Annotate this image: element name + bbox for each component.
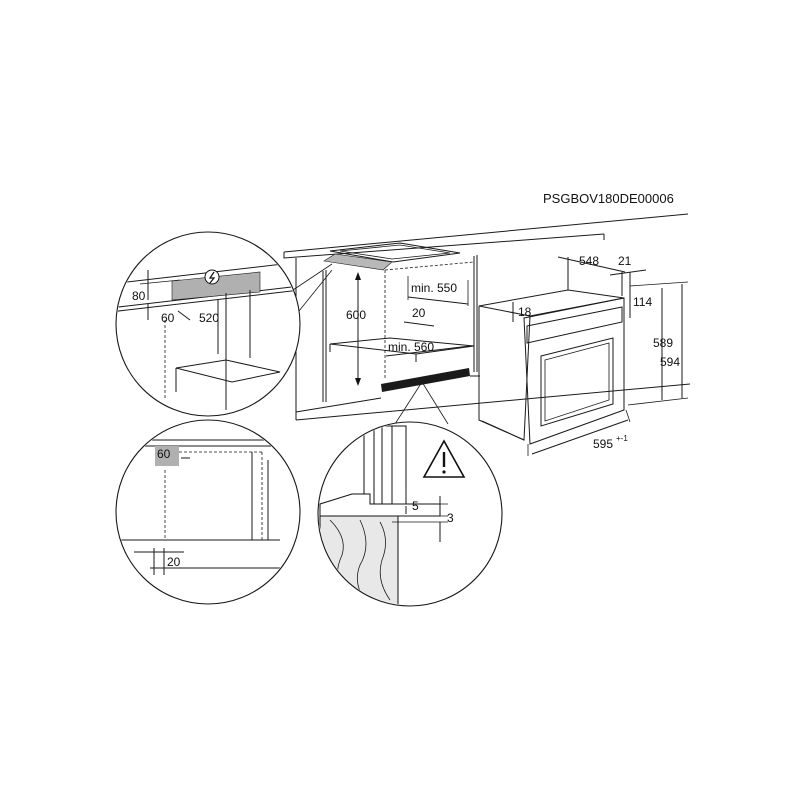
kitchen-unit: 600 min. 550 20 min. 560 bbox=[283, 213, 691, 421]
dim-oven-height: 594 bbox=[660, 355, 680, 369]
dim-600-arrow-top bbox=[355, 272, 361, 280]
dim-niche-height: 600 bbox=[346, 308, 366, 322]
tl-worktop-bottom-2 bbox=[117, 289, 299, 313]
oven: 548 21 114 18 589 594 595 +-1 bbox=[478, 254, 689, 456]
cabinet-shelf bbox=[329, 337, 475, 355]
worktop-front-edge bbox=[283, 233, 605, 259]
detail-bottom-center: 5 3 bbox=[317, 421, 503, 607]
bc-wood-grain-c bbox=[379, 521, 391, 601]
detail-bottom-left: 60 20 bbox=[115, 419, 301, 605]
dim-oven-front: 21 bbox=[618, 254, 632, 268]
dim-595-ext-b bbox=[625, 409, 631, 423]
tl-worktop-top bbox=[117, 261, 299, 285]
dim-front-gap: 20 bbox=[412, 306, 426, 320]
worktop-back-edge bbox=[283, 213, 689, 253]
dim-oven-top-offset: 114 bbox=[633, 295, 652, 309]
dim-550-line bbox=[407, 296, 469, 305]
dim-niche-width: min. 560 bbox=[388, 340, 434, 354]
dim-548-line bbox=[557, 256, 626, 273]
dim-20-line bbox=[403, 321, 435, 327]
tl-dim-80-ext bbox=[139, 279, 181, 285]
tl-dim-rear-gap: 60 bbox=[161, 311, 175, 325]
oven-control-panel bbox=[526, 306, 623, 344]
detail-circle-bottom-left bbox=[115, 419, 301, 605]
dim-oven-height-inner: 589 bbox=[653, 336, 673, 350]
leader-bottom-center-a bbox=[421, 381, 449, 425]
leader-top-left bbox=[289, 263, 333, 293]
bl-dim-front-gap: 20 bbox=[167, 555, 181, 569]
oven-side bbox=[478, 306, 531, 441]
oven-front bbox=[523, 297, 625, 445]
bc-oven-wall bbox=[391, 425, 407, 509]
leader-bottom-center-b bbox=[394, 381, 423, 425]
drawing-code: PSGBOV180DE00006 bbox=[543, 191, 674, 206]
bc-dim-gap-a: 5 bbox=[412, 499, 419, 513]
detail-top-left: 80 60 520 bbox=[115, 231, 301, 417]
oven-window bbox=[540, 337, 614, 427]
hob-cutout bbox=[329, 242, 461, 263]
bc-dim-gap-b: 3 bbox=[447, 511, 454, 525]
dim-600-arrow-bottom bbox=[355, 378, 361, 386]
tl-dim-gap-height: 80 bbox=[132, 289, 146, 303]
dim-560-line bbox=[385, 345, 471, 357]
dim-oven-width-tolerance: +-1 bbox=[616, 434, 628, 443]
dim-oven-depth: 548 bbox=[579, 254, 599, 268]
tl-dim-panel-height: 520 bbox=[199, 311, 219, 325]
warning-icon bbox=[422, 439, 466, 478]
tl-dim-60-arrow bbox=[177, 310, 191, 321]
dim-21-line bbox=[609, 269, 647, 276]
dim-595-line bbox=[531, 419, 629, 455]
plinth-bottom-left bbox=[295, 397, 382, 413]
bl-dim-rear-gap: 60 bbox=[157, 447, 171, 461]
cabinet-back-top bbox=[384, 261, 475, 271]
hob-shadow bbox=[323, 253, 393, 271]
bl-gap-hatch bbox=[155, 446, 179, 466]
plinth-vent bbox=[381, 368, 470, 392]
oven-base bbox=[481, 420, 525, 441]
dim-niche-depth: min. 550 bbox=[411, 281, 457, 295]
tl-hob-hatch bbox=[171, 271, 261, 301]
leader-top-left-b bbox=[294, 269, 333, 317]
lightning-icon bbox=[204, 269, 220, 285]
bc-panel-right bbox=[381, 425, 393, 505]
dim-height-ext-top bbox=[629, 281, 689, 287]
dim-oven-top-gap: 18 bbox=[518, 305, 532, 319]
dim-oven-width: 595 bbox=[593, 437, 613, 451]
hob-cutout-inner bbox=[339, 244, 451, 260]
oven-window-inner bbox=[544, 342, 610, 422]
tl-shelf bbox=[175, 359, 281, 383]
dim-height-ext-bottom bbox=[627, 397, 689, 406]
